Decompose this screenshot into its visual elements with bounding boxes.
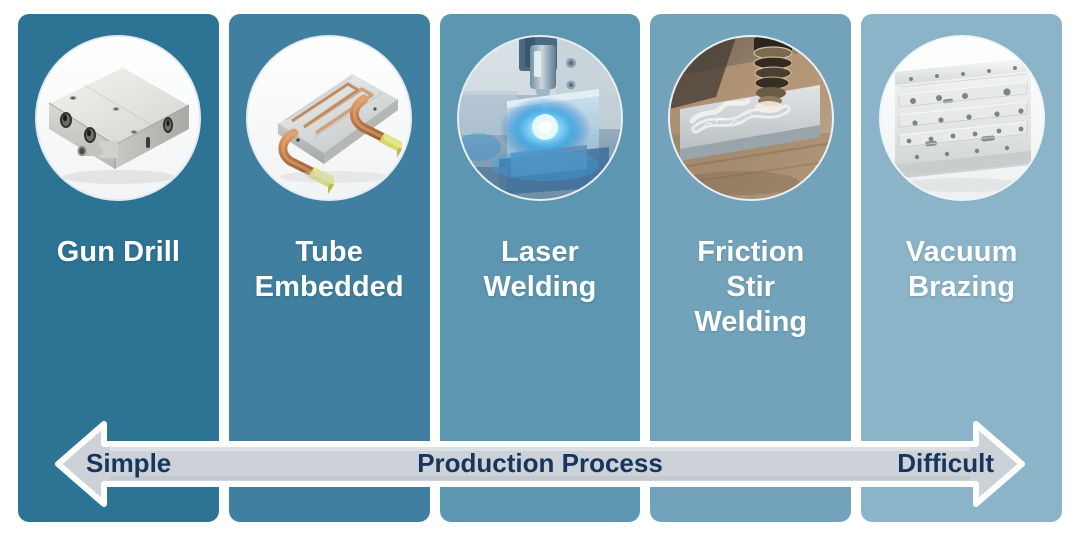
gun-drilled-cold-plate-photo (37, 37, 200, 199)
panel-label: Laser Welding (483, 236, 597, 303)
panel-label: Tube Embedded (254, 236, 404, 303)
process-panel-gun-drill[interactable]: Gun Drill (18, 14, 219, 522)
panel-label: Vacuum Brazing (905, 236, 1018, 303)
scale-label-difficult: Difficult (897, 448, 994, 478)
process-panel-vacuum-brazing[interactable]: Vacuum Brazing (861, 14, 1062, 522)
friction-stir-welding-photo (669, 37, 832, 199)
process-panel-laser-welding[interactable]: Laser Welding (439, 14, 641, 522)
scale-label-production-process: Production Process (417, 448, 663, 478)
process-panel-tube-embedded[interactable]: Tube Embedded (228, 14, 430, 522)
process-panel-friction-stir-welding[interactable]: Friction Stir Welding (650, 14, 852, 522)
laser-welding-machine-photo (458, 37, 621, 199)
tube-embedded-cold-plate-photo (248, 37, 411, 199)
panel-label: Friction Stir Welding (694, 236, 808, 338)
vacuum-brazed-cold-plate-photo (880, 37, 1043, 199)
panel-label: Gun Drill (56, 236, 181, 268)
scale-label-simple: Simple (86, 448, 172, 478)
